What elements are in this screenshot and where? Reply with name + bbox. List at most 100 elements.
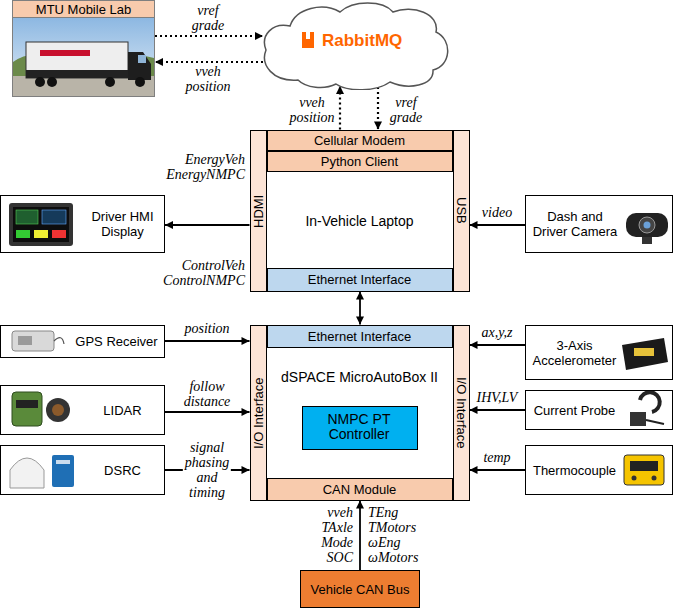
hmi-screen-icon	[34, 230, 48, 238]
mobile-lab-photo	[13, 18, 154, 96]
cloud-service: RabbitMQ	[258, 0, 453, 90]
node-label: I/O Interface	[251, 326, 266, 500]
dsrc-icon	[10, 458, 44, 488]
hmi-screen-icon	[9, 203, 73, 246]
signal-list: ControlVeh ControlNMPC	[163, 258, 245, 288]
node-label: MTU Mobile Lab	[13, 1, 154, 18]
signal-arrow	[359, 292, 361, 325]
camera-icon	[626, 213, 668, 244]
signal-list: vveh TAxle Mode SOC	[321, 505, 353, 565]
signal-arrow	[470, 344, 526, 346]
signal-arrow	[165, 224, 250, 226]
bus-box: Vehicle CAN Bus	[300, 570, 420, 608]
sensor-box: DSRC	[0, 445, 165, 495]
node-label: dSPACE MicroAutoBox II	[267, 350, 453, 404]
dsrc-icon	[56, 460, 70, 464]
sensor-box: LIDAR	[0, 385, 165, 435]
current-probe-icon	[640, 392, 660, 412]
mobile-lab-photo	[26, 42, 128, 78]
module-box: Cellular Modem	[267, 130, 453, 151]
signal-label: video	[482, 205, 512, 220]
accelerometer-icon	[622, 338, 668, 370]
current-probe-icon	[630, 412, 646, 426]
mobile-lab-photo	[128, 52, 151, 80]
port-bar: USB	[453, 130, 470, 292]
laptop-box: In-Vehicle Laptop Cellular ModemPython Cl…	[250, 130, 470, 292]
network-arrow	[155, 35, 263, 37]
thermocouple-icon	[624, 455, 664, 485]
node-label: 3-Axis Accelerometer	[528, 326, 621, 379]
lidar-icon	[46, 398, 70, 422]
node-label: Vehicle CAN Bus	[301, 571, 419, 607]
lidar-icon	[52, 404, 64, 416]
thermocouple-icon	[624, 455, 664, 485]
signal-label: vveh position	[185, 64, 230, 94]
lidar-icon	[12, 392, 70, 426]
device-box: Driver HMI Display	[0, 195, 165, 253]
gps-receiver-icon	[12, 331, 54, 351]
gps-receiver-icon	[54, 338, 64, 344]
gps-receiver-icon	[18, 336, 32, 345]
cloud-outline	[265, 3, 448, 90]
controller-block: NMPC PT Controller	[302, 406, 418, 450]
signal-label: vref grade	[390, 95, 423, 125]
port-bar: HDMI	[250, 130, 267, 292]
thermocouple-icon	[630, 461, 658, 471]
signal-label: temp	[483, 450, 510, 465]
network-arrow	[155, 61, 263, 63]
interface-box: Ethernet Interface	[267, 268, 453, 292]
accelerometer-icon	[622, 338, 668, 370]
io-bar: I/O Interface	[453, 325, 470, 501]
mobile-lab-photo	[47, 77, 57, 87]
photo-panel: MTU Mobile Lab	[12, 0, 155, 97]
sensor-box: GPS Receiver	[0, 325, 165, 358]
mobile-lab-photo	[105, 77, 115, 87]
network-arrow	[377, 87, 379, 130]
module-box: CAN Module	[267, 478, 453, 501]
signal-arrow	[470, 469, 526, 471]
sensor-box: Thermocouple	[525, 445, 673, 495]
hmi-screen-icon	[16, 230, 30, 238]
sensor-box: Current Probe	[525, 390, 673, 430]
thermocouple-icon	[652, 476, 657, 481]
signal-arrow	[470, 409, 526, 411]
signal-label: IHV,LV	[477, 390, 518, 405]
signal-label: follow distance	[184, 379, 231, 409]
camera-icon	[639, 217, 655, 233]
mobile-lab-photo	[26, 70, 128, 78]
signal-arrow	[470, 224, 526, 226]
signal-label: position	[184, 321, 229, 336]
gps-receiver-icon	[12, 331, 64, 351]
signal-list: EnergyVeh EnergyNMPC	[166, 152, 245, 182]
module-box: Python Client	[267, 151, 453, 172]
node-label: NMPC PT Controller	[303, 407, 416, 448]
hmi-screen-icon	[16, 210, 38, 224]
node-label: In-Vehicle Laptop	[267, 173, 453, 269]
node-label: Current Probe	[528, 391, 621, 429]
signal-label: signal phasing and timing	[183, 439, 231, 501]
hmi-screen-icon	[52, 230, 66, 238]
node-label: Ethernet Interface	[268, 269, 452, 291]
node-label: I/O Interface	[454, 326, 469, 500]
interface-box: Ethernet Interface	[267, 325, 453, 348]
signal-label: ax,y,z	[481, 325, 512, 340]
accelerometer-icon	[634, 348, 654, 356]
node-label: Thermocouple	[528, 446, 621, 494]
dsrc-icon	[10, 455, 74, 488]
node-label: Driver HMI Display	[81, 196, 164, 252]
hmi-screen-icon	[9, 203, 73, 246]
network-arrow	[339, 86, 341, 130]
device-box: Dash and Driver Camera	[525, 195, 673, 253]
node-label: Dash and Driver Camera	[529, 196, 621, 252]
node-label: LIDAR	[81, 386, 164, 434]
node-label: Cellular Modem	[268, 131, 452, 150]
node-label: RabbitMQ	[320, 27, 432, 53]
camera-icon	[642, 237, 652, 244]
signal-label: vref grade	[192, 3, 225, 33]
lidar-icon	[12, 392, 42, 426]
mobile-lab-photo	[40, 50, 90, 56]
lidar-icon	[16, 400, 38, 408]
node-label: USB	[454, 131, 469, 291]
current-probe-icon	[646, 420, 664, 424]
